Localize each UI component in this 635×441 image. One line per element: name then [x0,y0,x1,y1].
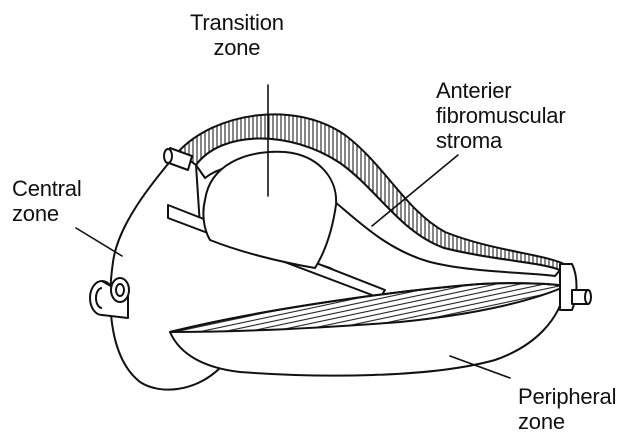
label-transition-zone-line1: Transition [190,10,284,35]
label-transition-zone: Transition zone [190,10,284,60]
label-peripheral-zone-line2: zone [518,409,616,434]
label-anterior-fibromuscular-stroma: Anterier fibromuscular stroma [436,78,565,153]
label-stroma-line1: Anterier [436,78,565,103]
label-stroma-line3: stroma [436,128,565,153]
label-stroma-line2: fibromuscular [436,103,565,128]
label-transition-zone-line2: zone [190,35,284,60]
ejaculatory-duct-openings [90,278,129,318]
label-peripheral-zone-line1: Peripheral [518,384,616,409]
label-central-zone-line2: zone [12,201,82,226]
label-central-zone: Central zone [12,176,82,226]
label-central-zone-line1: Central [12,176,82,201]
leader-central [76,228,122,256]
label-peripheral-zone: Peripheral zone [518,384,616,434]
